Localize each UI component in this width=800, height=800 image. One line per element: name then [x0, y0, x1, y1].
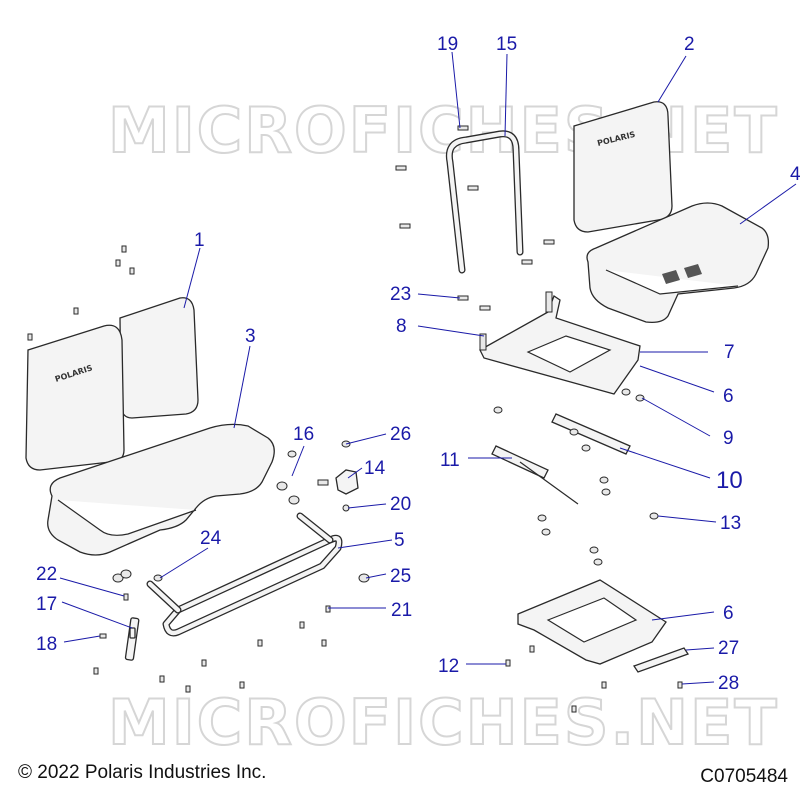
part-5-seat-frame [146, 512, 343, 637]
part-7-seat-base-plate [479, 291, 641, 395]
callout-2: 2 [684, 34, 695, 55]
part-6-mount-plate [517, 579, 667, 665]
callout-26: 26 [390, 424, 411, 445]
part-17-strut [124, 617, 140, 661]
part-27-bracket [632, 647, 690, 673]
callout-16: 16 [293, 424, 314, 445]
part-14-bracket [335, 469, 359, 495]
part-2-backrest: POLARIS [573, 101, 673, 233]
callout-7: 7 [724, 342, 735, 363]
part-10-slide-rail [551, 413, 631, 455]
callout-22: 22 [36, 564, 57, 585]
callout-18: 18 [36, 634, 57, 655]
callout-20: 20 [390, 494, 411, 515]
callout-23: 23 [390, 284, 411, 305]
callout-3: 3 [245, 326, 256, 347]
callout-19: 19 [437, 34, 458, 55]
callout-24: 24 [200, 528, 222, 549]
callout-9: 9 [723, 428, 734, 449]
diagram-id-label: C0705484 [700, 766, 788, 787]
callout-21: 21 [391, 600, 412, 621]
part-11-slide-rail [491, 445, 579, 505]
part-3-seat-bottom [47, 423, 275, 556]
leader-lines [59, 51, 797, 685]
callout-25: 25 [390, 566, 411, 587]
part-4-seat-bottom [586, 202, 770, 324]
callout-11: 11 [440, 450, 460, 471]
callout-4: 4 [790, 164, 800, 185]
copyright-text: © 2022 Polaris Industries Inc. [18, 762, 267, 783]
callout-5: 5 [394, 530, 405, 551]
callout-12: 12 [438, 656, 459, 677]
callout-17: 17 [36, 594, 57, 615]
callout-6-lower: 6 [723, 603, 734, 624]
callout-13: 13 [720, 513, 741, 534]
part-15-grab-bar [445, 130, 524, 274]
callout-27: 27 [718, 638, 739, 659]
part-1-backrest: POLARIS [25, 297, 199, 471]
right-hardware-group [395, 125, 683, 713]
callout-1: 1 [194, 230, 205, 251]
callout-15: 15 [496, 34, 517, 55]
callout-10: 10 [716, 467, 743, 494]
callout-28: 28 [718, 673, 739, 694]
callout-6-upper: 6 [723, 386, 734, 407]
callout-14: 14 [364, 458, 386, 479]
watermark-top: MICROFICHES.NET [108, 94, 779, 167]
watermark-bottom: MICROFICHES.NET [108, 686, 779, 759]
callouts: 1 2 3 4 5 6 6 7 8 9 10 11 12 13 14 15 16… [36, 34, 800, 694]
callout-8: 8 [396, 316, 407, 337]
